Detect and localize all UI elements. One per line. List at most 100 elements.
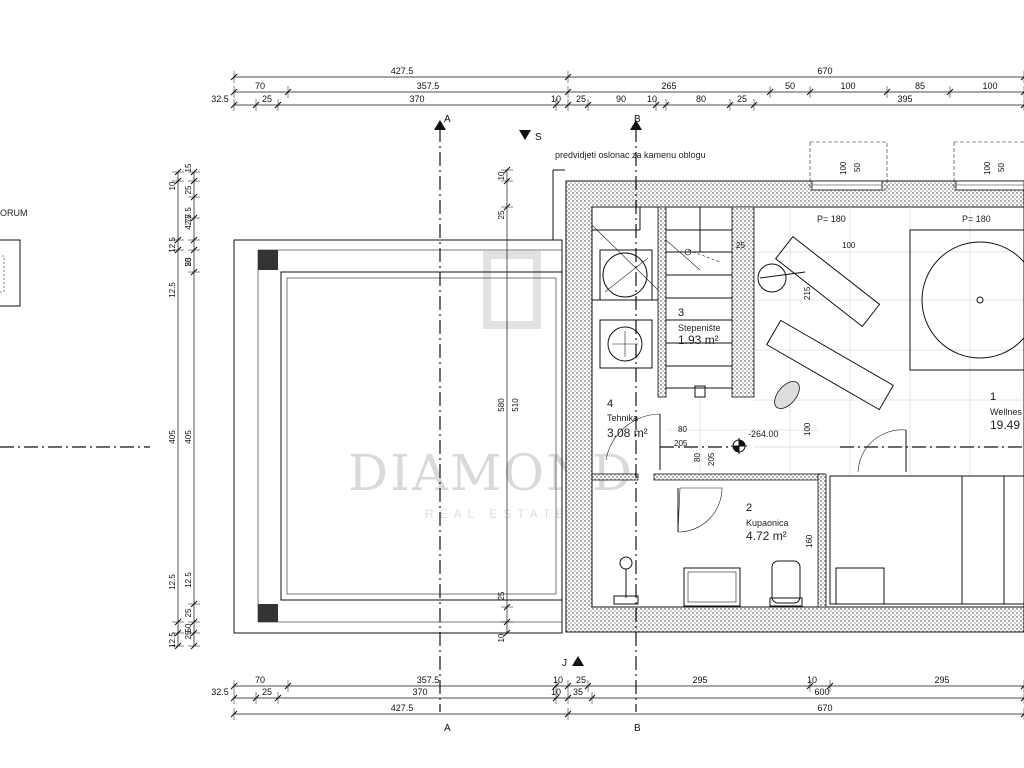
dim-label: 12.5 xyxy=(168,237,177,253)
dim-label: 100 xyxy=(803,422,812,436)
dim-label: 160 xyxy=(805,534,814,548)
dim-label: 10 xyxy=(551,687,561,697)
support-note: predvidjeti oslonac za kamenu oblogu xyxy=(555,150,706,160)
dim-label: 12.5 xyxy=(168,282,177,298)
dim-label: 370 xyxy=(409,94,424,104)
right-room-cabinets xyxy=(829,475,1024,605)
watermark-subtitle: REAL ESTATE xyxy=(425,507,570,521)
dim-label: 25 xyxy=(576,94,586,104)
dim-label: 580 xyxy=(497,398,506,412)
staircase xyxy=(591,207,732,398)
level-label: -264.00 xyxy=(748,429,779,439)
dim-label: 295 xyxy=(934,675,949,685)
room-area-4: 3.08 m² xyxy=(607,426,648,440)
dim-label: 80 xyxy=(696,94,706,104)
building-walls xyxy=(565,141,1024,633)
bathroom-fixtures xyxy=(613,487,803,607)
section-a-top: A xyxy=(444,114,451,125)
section-s-label: S xyxy=(535,132,542,143)
dim-label: 15 xyxy=(184,163,193,172)
dim-label: 25 xyxy=(736,241,745,250)
dim-label: 50 xyxy=(184,257,193,266)
dim-label: 77.5 xyxy=(184,207,193,223)
room-name-4: Tehnika xyxy=(607,413,638,423)
dim-label: 25 xyxy=(184,630,193,639)
room-name-1: Wellnes xyxy=(990,407,1022,417)
room-number-4: 4 xyxy=(607,398,613,410)
section-b-bottom: B xyxy=(634,723,641,734)
dim-label: 25 xyxy=(497,210,506,219)
dim-label: 265 xyxy=(661,81,676,91)
dim-label: 357.5 xyxy=(417,675,440,685)
room-area-3: 1.93 m² xyxy=(678,333,719,347)
dim-label: 25 xyxy=(184,185,193,194)
wellness-furniture xyxy=(757,229,1024,473)
dim-label: 12.5 xyxy=(168,632,177,648)
dim-label: 25 xyxy=(262,687,272,697)
dim-label: 100 xyxy=(983,161,992,175)
dim-label: 12.5 xyxy=(184,572,193,588)
dimension-lines xyxy=(172,71,1024,720)
dim-label: 25 xyxy=(737,94,747,104)
dim-label: 25 xyxy=(576,675,586,685)
dim-label: 510 xyxy=(511,398,520,412)
dim-label: 50 xyxy=(785,81,795,91)
room-labels: 3 Stepenište 1.93 m² 4 Tehnika 3.08 m² 2… xyxy=(607,214,1022,543)
dim-label: 215 xyxy=(803,286,812,300)
dim-label: 10 xyxy=(551,94,561,104)
dim-label: 100 xyxy=(982,81,997,91)
window-label: P= 180 xyxy=(962,214,991,224)
forum-label: ORUM xyxy=(0,208,28,218)
room-name-3: Stepenište xyxy=(678,323,721,333)
dim-label: 70 xyxy=(255,675,265,685)
dim-label: 42.5 xyxy=(184,214,193,230)
section-j-label: J xyxy=(562,658,567,669)
dim-label: 357.5 xyxy=(417,81,440,91)
dim-label: 205 xyxy=(674,439,688,448)
room-number-2: 2 xyxy=(746,502,752,514)
room-name-2: Kupaonica xyxy=(746,518,789,528)
dim-label: 10 xyxy=(647,94,657,104)
room-area-2: 4.72 m² xyxy=(746,529,787,543)
dim-label: 25 xyxy=(497,591,506,600)
dim-label: 50 xyxy=(853,163,862,172)
dim-label: 427.5 xyxy=(391,66,414,76)
section-b-top: B xyxy=(634,114,641,125)
dim-label: 405 xyxy=(168,430,177,444)
room-number-1: 1 xyxy=(990,391,996,403)
dim-label: 600 xyxy=(814,687,829,697)
dim-label: 25 xyxy=(184,608,193,617)
stone-cladding-wall: predvidjeti oslonac za kamenu oblogu xyxy=(552,150,706,240)
dim-label: 100 xyxy=(839,161,848,175)
dim-label: 295 xyxy=(692,675,707,685)
dim-label: 10 xyxy=(807,675,817,685)
watermark-logo xyxy=(483,251,541,329)
dim-tick xyxy=(1020,685,1024,690)
dim-label: 50 xyxy=(184,623,193,632)
dim-label: 370 xyxy=(412,687,427,697)
dim-label: 670 xyxy=(817,66,832,76)
dim-tick xyxy=(1020,697,1024,702)
dim-label: 32.5 xyxy=(211,94,229,104)
dim-label: 32.5 xyxy=(211,687,229,697)
left-partial-element: ORUM xyxy=(0,208,150,448)
dim-label: 205 xyxy=(707,452,716,466)
floor-grid xyxy=(666,207,1024,474)
section-a-bottom: A xyxy=(444,723,451,734)
dim-label: 10 xyxy=(168,181,177,190)
section-s-marker xyxy=(519,130,531,140)
dim-label: 395 xyxy=(897,94,912,104)
room-number-3: 3 xyxy=(678,307,684,319)
dim-label: 670 xyxy=(817,703,832,713)
section-axes: A B A B S J -264.00 xyxy=(434,114,1024,734)
window-label: P= 180 xyxy=(817,214,846,224)
dim-label: 427.5 xyxy=(391,703,414,713)
dim-label: 12.5 xyxy=(168,574,177,590)
dim-label: 25 xyxy=(184,257,193,266)
dim-tick xyxy=(1020,76,1024,81)
dim-tick xyxy=(1020,104,1024,109)
dim-label: 50 xyxy=(997,163,1006,172)
pool-corner-block xyxy=(258,250,278,270)
section-j-marker xyxy=(572,656,584,666)
